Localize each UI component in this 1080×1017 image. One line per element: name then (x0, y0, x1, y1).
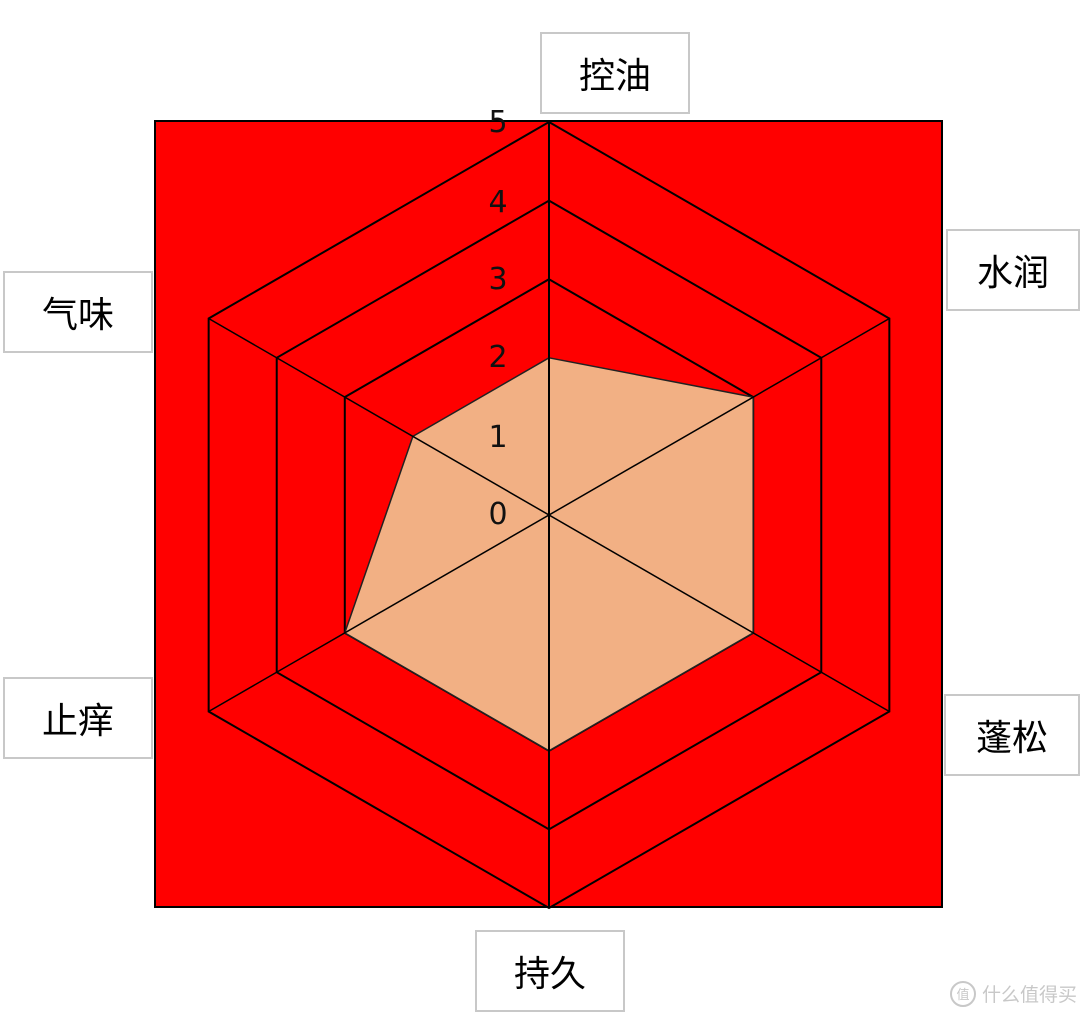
grid-spoke (208, 317, 890, 713)
axis-label-anti-itch: 止痒 (3, 677, 153, 759)
tick-label-1: 1 (488, 420, 508, 455)
tick-label-4: 4 (488, 185, 508, 220)
axis-label-moisture: 水润 (946, 229, 1080, 311)
axis-label-volume: 蓬松 (944, 694, 1080, 776)
axis-label-lasting: 持久 (475, 930, 625, 1012)
tick-label-0: 0 (488, 497, 508, 532)
watermark-text: 什么值得买 (982, 984, 1078, 1006)
watermark: 值 什么值得买 (950, 980, 1077, 1007)
watermark-logo-icon: 值 (950, 980, 976, 1007)
tick-label-3: 3 (488, 262, 508, 297)
tick-label-2: 2 (488, 340, 508, 375)
grid-spokes (208, 122, 890, 908)
axis-label-scent: 气味 (3, 271, 153, 353)
axis-label-oil-control: 控油 (540, 32, 690, 114)
tick-label-5: 5 (488, 105, 508, 140)
